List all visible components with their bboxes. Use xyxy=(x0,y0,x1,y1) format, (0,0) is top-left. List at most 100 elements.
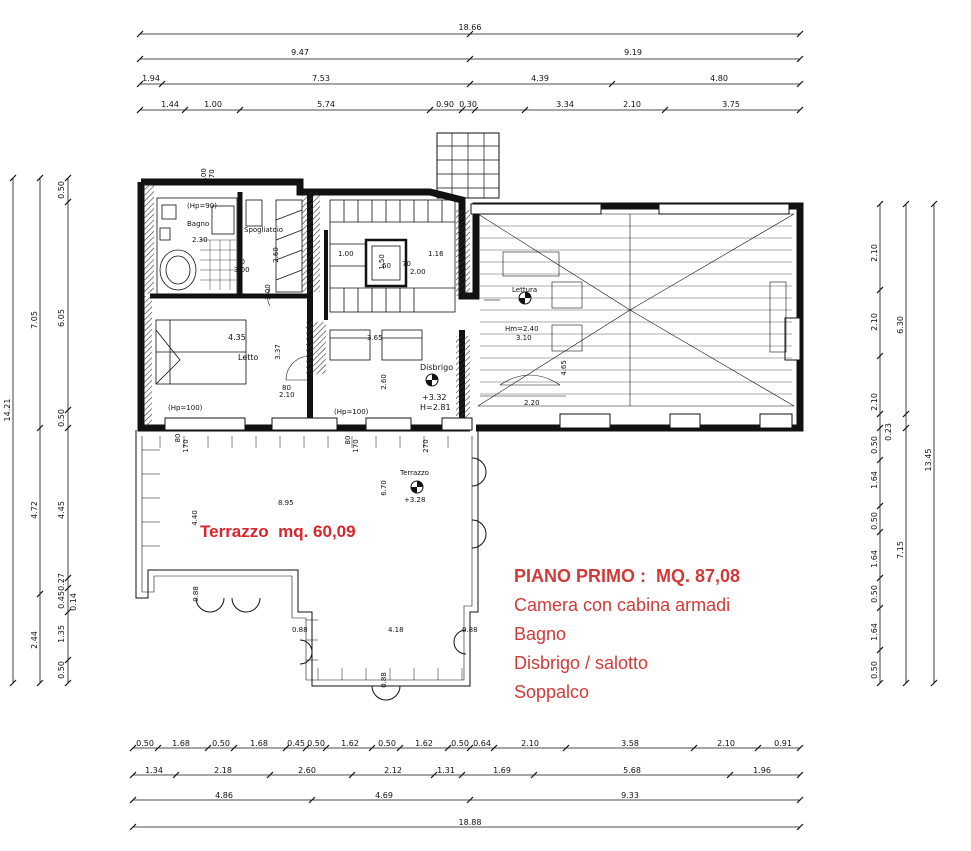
bagno-label: Bagno xyxy=(187,220,209,228)
dim-bottom-row3-0: 4.86 xyxy=(215,791,233,800)
inner-dim-5: 1.50 xyxy=(378,254,386,270)
loft-roof-lines xyxy=(477,213,795,407)
dimension-tick xyxy=(430,771,438,779)
right-dimension-labels: 2.10 2.10 2.10 0.50 1.64 0.50 1.64 0.50 … xyxy=(870,244,933,679)
dim-right-col2-2: 7.15 xyxy=(896,541,905,559)
inner-dim-11: 3.65 xyxy=(367,334,383,342)
dimension-tick xyxy=(236,106,244,114)
bottom-dimension-lines xyxy=(129,744,804,831)
inner-dimension-labels: 2.60 2.00 3.37 80 2.10 1.50 1.16 1.00 70… xyxy=(174,168,568,688)
dim-bottom-row2-1: 2.18 xyxy=(214,766,232,775)
dim-bottom-row1-6: 1.62 xyxy=(341,739,359,748)
dimension-tick xyxy=(136,106,144,114)
dim-right-col1-1: 2.10 xyxy=(870,313,879,331)
dim-top-row4-4: 0.30 xyxy=(459,100,477,109)
inner-dim-10: 60 xyxy=(382,262,391,270)
dim-bottom-row3-1: 4.69 xyxy=(375,791,393,800)
dimension-tick xyxy=(136,30,144,38)
dimension-tick xyxy=(530,771,538,779)
dim-left-total: 14.21 xyxy=(3,399,12,422)
dim-top-row2-1: 9.19 xyxy=(624,48,642,57)
dimension-tick xyxy=(36,590,44,598)
terrace-outline xyxy=(135,430,487,701)
dimension-tick xyxy=(64,198,72,206)
dimension-tick xyxy=(796,823,804,831)
corridor-hp-label: (Hp=100) xyxy=(334,408,369,416)
dimension-tick xyxy=(181,106,189,114)
inner-dim-27: 170 xyxy=(352,439,360,452)
right-dimension-lines xyxy=(876,200,938,687)
inner-dim-18: 6.70 xyxy=(380,480,388,496)
dim-top-row3-1: 7.53 xyxy=(312,74,330,83)
dimension-tick xyxy=(396,744,404,752)
inner-dim-24: 80 xyxy=(174,434,182,443)
inner-dim-14: 2.20 xyxy=(524,399,540,407)
dim-top-row4-1: 1.00 xyxy=(204,100,222,109)
inner-dim-9: 2.00 xyxy=(410,268,426,276)
inner-dim-29: 1.00 xyxy=(200,168,208,184)
dimension-tick xyxy=(64,679,72,687)
dimension-tick xyxy=(466,80,474,88)
bagno-h1-label: 70 xyxy=(236,258,245,266)
dimension-tick xyxy=(466,30,474,38)
dim-top-row4-3: 0.90 xyxy=(436,100,454,109)
bed xyxy=(155,319,247,385)
dim-right-col1-3: 0.50 xyxy=(870,436,879,454)
dim-right-col1-8: 1.64 xyxy=(870,623,879,641)
dim-bottom-row1-10: 0.64 xyxy=(473,739,491,748)
lettura-label: Lettura xyxy=(512,286,537,294)
top-dimension-lines xyxy=(136,30,804,114)
dimension-tick xyxy=(562,744,570,752)
dim-right-col2-1: 0.23 xyxy=(884,423,893,441)
dim-bottom-row1-3: 1.68 xyxy=(250,739,268,748)
dim-bottom-row1-1: 1.68 xyxy=(172,739,190,748)
dimension-tick xyxy=(172,771,180,779)
dim-bottom-row1-5: 0.50 xyxy=(307,739,325,748)
dimension-tick xyxy=(876,424,884,432)
top-dimension-labels: 18.66 9.47 9.19 1.94 7.53 4.39 4.80 1.44… xyxy=(142,23,740,109)
inner-dim-23: 0.88 xyxy=(380,672,388,688)
dim-left-col3-1: 6.05 xyxy=(57,309,66,327)
building-walls xyxy=(137,132,804,432)
dim-left-col2-2: 2.44 xyxy=(30,631,39,649)
dimension-tick xyxy=(302,744,310,752)
letto-hp-label: (Hp=100) xyxy=(168,404,203,412)
dim-bottom-row3-2: 9.33 xyxy=(621,791,639,800)
dim-right-col1-4: 1.64 xyxy=(870,471,879,489)
dim-right-col1-7: 0.50 xyxy=(870,585,879,603)
dimension-tick xyxy=(796,771,804,779)
dimension-tick xyxy=(796,106,804,114)
floor-title: PIANO PRIMO : MQ. 87,08 xyxy=(514,566,741,586)
dim-top-row4-0: 1.44 xyxy=(161,100,179,109)
dimension-tick xyxy=(282,744,290,752)
dim-bottom-row1-9: 0.50 xyxy=(451,739,469,748)
inner-dim-7: 1.00 xyxy=(338,250,354,258)
letto-label: Letto xyxy=(238,353,259,362)
dimension-tick xyxy=(876,410,884,418)
dimension-tick xyxy=(368,744,376,752)
dimension-tick xyxy=(466,796,474,804)
dimension-tick xyxy=(444,744,452,752)
floor-info-panel: PIANO PRIMO : MQ. 87,08 Camera con cabin… xyxy=(514,562,740,707)
dimension-tick xyxy=(876,502,884,510)
dim-bottom-row1-8: 1.62 xyxy=(415,739,433,748)
dim-bottom-row1-2: 0.50 xyxy=(212,739,230,748)
dim-left-col3-7: 0.50 xyxy=(57,661,66,679)
inner-dim-12: 2.60 xyxy=(380,374,388,390)
dimension-tick xyxy=(9,679,17,687)
inner-dim-13: 3.10 xyxy=(516,334,532,342)
dimension-tick xyxy=(796,30,804,38)
dim-bottom-row1-4: 0.45 xyxy=(287,739,305,748)
bathroom-fixtures xyxy=(156,197,238,295)
dimension-tick xyxy=(308,796,316,804)
dimension-tick xyxy=(64,174,72,182)
dimension-tick xyxy=(64,424,72,432)
dim-top-row4-6: 2.10 xyxy=(623,100,641,109)
dimension-tick xyxy=(154,744,162,752)
left-dimension-lines xyxy=(9,174,72,687)
dimension-tick xyxy=(426,106,434,114)
dimension-tick xyxy=(158,80,166,88)
dimension-tick xyxy=(129,771,137,779)
letto-dim-label: 4.35 xyxy=(228,333,246,342)
dimension-tick xyxy=(64,656,72,664)
